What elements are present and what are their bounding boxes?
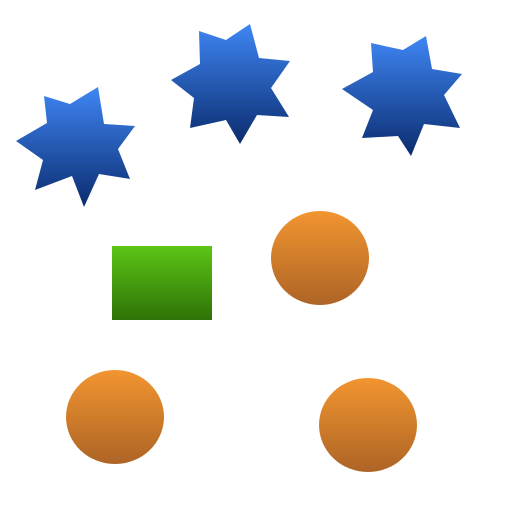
blue-star-right (342, 36, 462, 156)
orange-circle-bottom-left (66, 370, 164, 464)
orange-circle-bottom-right (319, 378, 417, 472)
green-rectangle (112, 246, 212, 320)
blue-star-middle (171, 24, 290, 144)
orange-circle-top (271, 211, 369, 305)
blue-star-left (16, 87, 135, 207)
